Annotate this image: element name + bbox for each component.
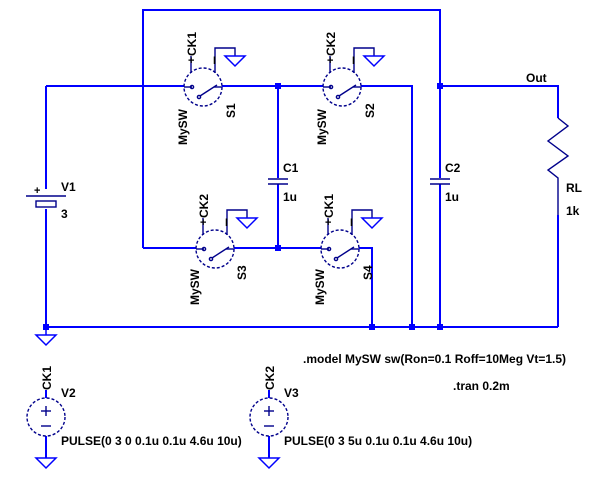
capacitor-c2-value: 1u (445, 190, 459, 204)
junction-dot (275, 245, 281, 251)
switch-s4[interactable] (320, 209, 384, 269)
source-v3-net-label: CK2 (263, 366, 277, 390)
capacitor-c2[interactable] (430, 178, 450, 185)
battery-v1[interactable] (26, 195, 66, 208)
switch-s1-model: MySW (176, 108, 190, 145)
control-minus-lead (353, 47, 375, 73)
junction-dot (437, 83, 443, 89)
source-v2-name: V2 (61, 386, 76, 400)
junction-dot (275, 83, 281, 89)
minus-pin-mark: I (213, 55, 216, 67)
battery-v1-value: 3 (61, 207, 68, 221)
ground-icon (360, 217, 384, 230)
junction-dot (369, 324, 375, 330)
resistor-rl-name: RL (566, 181, 582, 195)
control-minus-lead (226, 209, 248, 235)
minus-pin-mark: I (225, 217, 228, 229)
switch-s3-model: MySW (188, 268, 202, 305)
control-minus-lead (351, 209, 373, 235)
minus-pin-mark: I (350, 217, 353, 229)
model-directive[interactable]: .model MySW sw(Ron=0.1 Roff=10Meg Vt=1.5… (303, 352, 566, 366)
minus-pin-mark: I (352, 55, 355, 67)
wire-top-loop[interactable] (142, 9, 441, 327)
battery-plus-mark: + (34, 185, 40, 197)
capacitor-c2-name: C2 (445, 161, 461, 175)
ground-icon (235, 217, 259, 230)
switch-contact (196, 94, 202, 100)
junctions (43, 83, 443, 330)
switch-s2[interactable] (322, 47, 386, 107)
switch-s2-name: S2 (363, 103, 377, 118)
capacitor-c1[interactable] (268, 178, 288, 185)
resistor-rl[interactable] (546, 117, 570, 215)
wire-s2-right[interactable] (361, 85, 413, 327)
grounds (34, 327, 281, 470)
switch-s3-name: S3 (235, 265, 249, 280)
switch-s1-control-label: CK1 (185, 32, 199, 56)
c2-gap (434, 178, 446, 184)
junction-dot (409, 324, 415, 330)
ground-icon (257, 457, 281, 470)
resistor-rl-value: 1k (566, 204, 580, 218)
control-minus-lead (214, 47, 236, 73)
wire-out[interactable] (440, 85, 559, 118)
plus-pin-mark: + (200, 217, 206, 229)
source-body (26, 397, 66, 437)
switch-s3-control-label: CK2 (197, 194, 211, 218)
tran-directive[interactable]: .tran 0.2m (453, 379, 510, 393)
plus-pin-mark: + (325, 217, 331, 229)
switch-contact (333, 256, 339, 262)
source-v3[interactable] (249, 397, 289, 437)
source-v2-value: PULSE(0 3 0 0.1u 0.1u 4.6u 10u) (61, 434, 242, 448)
ground-icon (34, 457, 58, 470)
switch-contact (335, 94, 341, 100)
switch-s3[interactable] (195, 209, 259, 269)
source-v2[interactable] (26, 397, 66, 437)
switch-contact (208, 256, 214, 262)
switch-s4-name: S4 (361, 265, 375, 280)
switch-s1[interactable] (183, 47, 247, 107)
switch-s4-model: MySW (313, 268, 327, 305)
battery-v1-name: V1 (61, 180, 76, 194)
capacitor-c1-name: C1 (283, 161, 299, 175)
ground-icon (223, 55, 247, 68)
source-body (249, 397, 289, 437)
plus-pin-mark: + (188, 55, 194, 67)
wires (45, 9, 559, 458)
switch-s1-name: S1 (224, 103, 238, 118)
source-v2-net-label: CK1 (40, 366, 54, 390)
wire-s4-right[interactable] (359, 247, 373, 327)
source-v3-value: PULSE(0 3 5u 0.1u 0.1u 4.6u 10u) (284, 434, 472, 448)
junction-dot (437, 324, 443, 330)
plus-pin-mark: + (327, 55, 333, 67)
switch-s2-control-label: CK2 (324, 32, 338, 56)
ground-icon (362, 55, 386, 68)
net-label-out: Out (526, 71, 547, 85)
capacitor-c1-value: 1u (283, 190, 297, 204)
source-v3-name: V3 (284, 386, 299, 400)
battery-plate-negative (35, 200, 57, 208)
switch-s4-control-label: CK1 (322, 194, 336, 218)
ground-icon (34, 334, 58, 347)
switch-s2-model: MySW (315, 108, 329, 145)
